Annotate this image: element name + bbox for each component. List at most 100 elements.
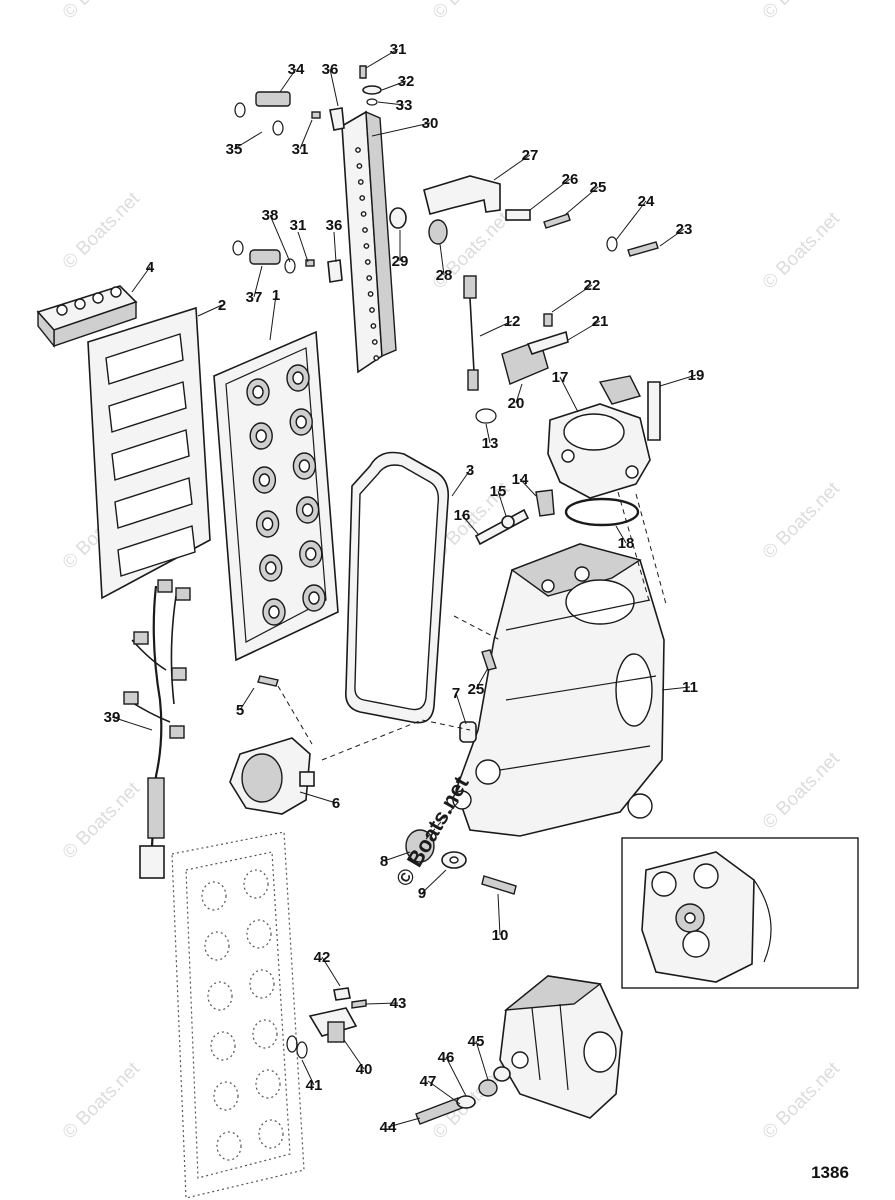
callout-36: 36	[322, 61, 339, 78]
part-housing-bottom	[499, 975, 623, 1119]
watermark-text: © Boats.net	[59, 1058, 145, 1144]
leader-line-32	[381, 80, 407, 91]
leader-line-47	[427, 1080, 461, 1105]
watermark-text: © Boats.net	[759, 1058, 845, 1144]
leader-line-5	[239, 687, 255, 711]
watermark-text: © Boats.net	[429, 0, 515, 24]
center-watermark: © Boats.net	[391, 771, 474, 890]
leader-line-27	[493, 154, 531, 181]
leader-line-1	[269, 294, 277, 341]
leader-line-8	[383, 851, 411, 862]
callout-37: 37	[246, 289, 263, 306]
callout-24: 24	[638, 193, 655, 210]
leader-line-4	[131, 266, 151, 293]
callout-17: 17	[552, 369, 569, 386]
assembly-dashed-lines	[277, 491, 667, 847]
leader-line-19	[659, 374, 697, 387]
leader-line-2	[197, 304, 223, 317]
callout-31c: 31	[290, 217, 307, 234]
leader-line-9	[421, 869, 447, 894]
leader-line-34	[279, 68, 297, 93]
leader-line-33	[377, 101, 405, 106]
callout-28: 28	[436, 267, 453, 284]
callout-25: 25	[468, 681, 485, 698]
leader-line-21	[567, 320, 601, 341]
callout-6: 6	[332, 795, 340, 812]
leader-line-28	[439, 243, 445, 276]
detail-inset	[621, 837, 859, 989]
part-4-block	[36, 285, 138, 348]
part-18-o-ring	[564, 497, 640, 527]
callout-35: 35	[226, 141, 243, 158]
leader-line-25	[565, 186, 599, 215]
leader-line-31c	[297, 231, 309, 263]
leader-line-7	[455, 692, 467, 725]
leader-line-24	[615, 200, 647, 241]
callout-1: 1	[272, 287, 280, 304]
leader-line-14	[519, 478, 537, 497]
leader-line-6	[299, 791, 337, 804]
callout-44: 44	[380, 1119, 397, 1136]
leader-line-43	[365, 1002, 399, 1005]
leader-line-39	[111, 716, 153, 731]
leader-line-30	[371, 122, 431, 137]
leader-line-46	[445, 1056, 467, 1097]
callout-21: 21	[592, 313, 609, 330]
callout-40: 40	[356, 1061, 373, 1078]
watermark-text: © Boats.net	[759, 208, 845, 294]
leader-lines	[111, 48, 697, 1128]
leader-line-44	[387, 1117, 421, 1128]
watermark-text: © Boats.net	[759, 478, 845, 564]
callout-32: 32	[398, 73, 415, 90]
callout-10: 10	[492, 927, 509, 944]
callout-25: 25	[590, 179, 607, 196]
callout-46: 46	[438, 1049, 455, 1066]
leader-line-20	[515, 383, 523, 404]
callout-3: 3	[466, 462, 474, 479]
part-11-housing	[452, 543, 665, 837]
leader-line-45	[475, 1040, 489, 1081]
callout-29: 29	[392, 253, 409, 270]
callout-18: 18	[618, 535, 635, 552]
callout-15: 15	[490, 483, 507, 500]
callout-33: 33	[396, 97, 413, 114]
callout-13: 13	[482, 435, 499, 452]
callout-30: 30	[422, 115, 439, 132]
callout-4: 4	[146, 259, 155, 276]
part-30-rail	[341, 110, 397, 374]
callout-39: 39	[104, 709, 121, 726]
watermark-text: © Boats.net	[759, 748, 845, 834]
leader-line-23	[659, 228, 685, 247]
leader-line-11	[661, 686, 691, 691]
callout-43: 43	[390, 995, 407, 1012]
part-6-regulator	[229, 737, 315, 815]
small-hardware	[232, 65, 661, 1125]
callout-42: 42	[314, 949, 331, 966]
leader-line-38	[269, 214, 291, 263]
callout-7: 7	[452, 685, 460, 702]
callout-5: 5	[236, 702, 244, 719]
callout-27: 27	[522, 147, 539, 164]
leader-line-41	[301, 1059, 315, 1086]
figure-number: 1386	[811, 1163, 849, 1182]
watermark-text: © Boats.net	[759, 0, 845, 24]
callout-47: 47	[420, 1073, 437, 1090]
part-3-gasket	[344, 451, 450, 724]
callout-11: 11	[682, 679, 698, 696]
part-39-harness	[123, 579, 191, 879]
leader-line-35	[233, 131, 263, 150]
leader-line-40	[343, 1039, 365, 1070]
callout-20: 20	[508, 395, 525, 412]
leader-line-10	[497, 893, 501, 936]
leader-line-22	[551, 284, 593, 313]
part-1-plate	[213, 330, 339, 662]
callout-36b: 36	[326, 217, 343, 234]
callout-45: 45	[468, 1033, 485, 1050]
callout-26: 26	[562, 171, 579, 188]
leader-line-36b	[333, 231, 337, 263]
leader-line-36	[329, 68, 339, 107]
watermark-text: © Boats.net	[59, 778, 145, 864]
callout-14: 14	[512, 471, 529, 488]
leader-line-13	[485, 423, 491, 444]
